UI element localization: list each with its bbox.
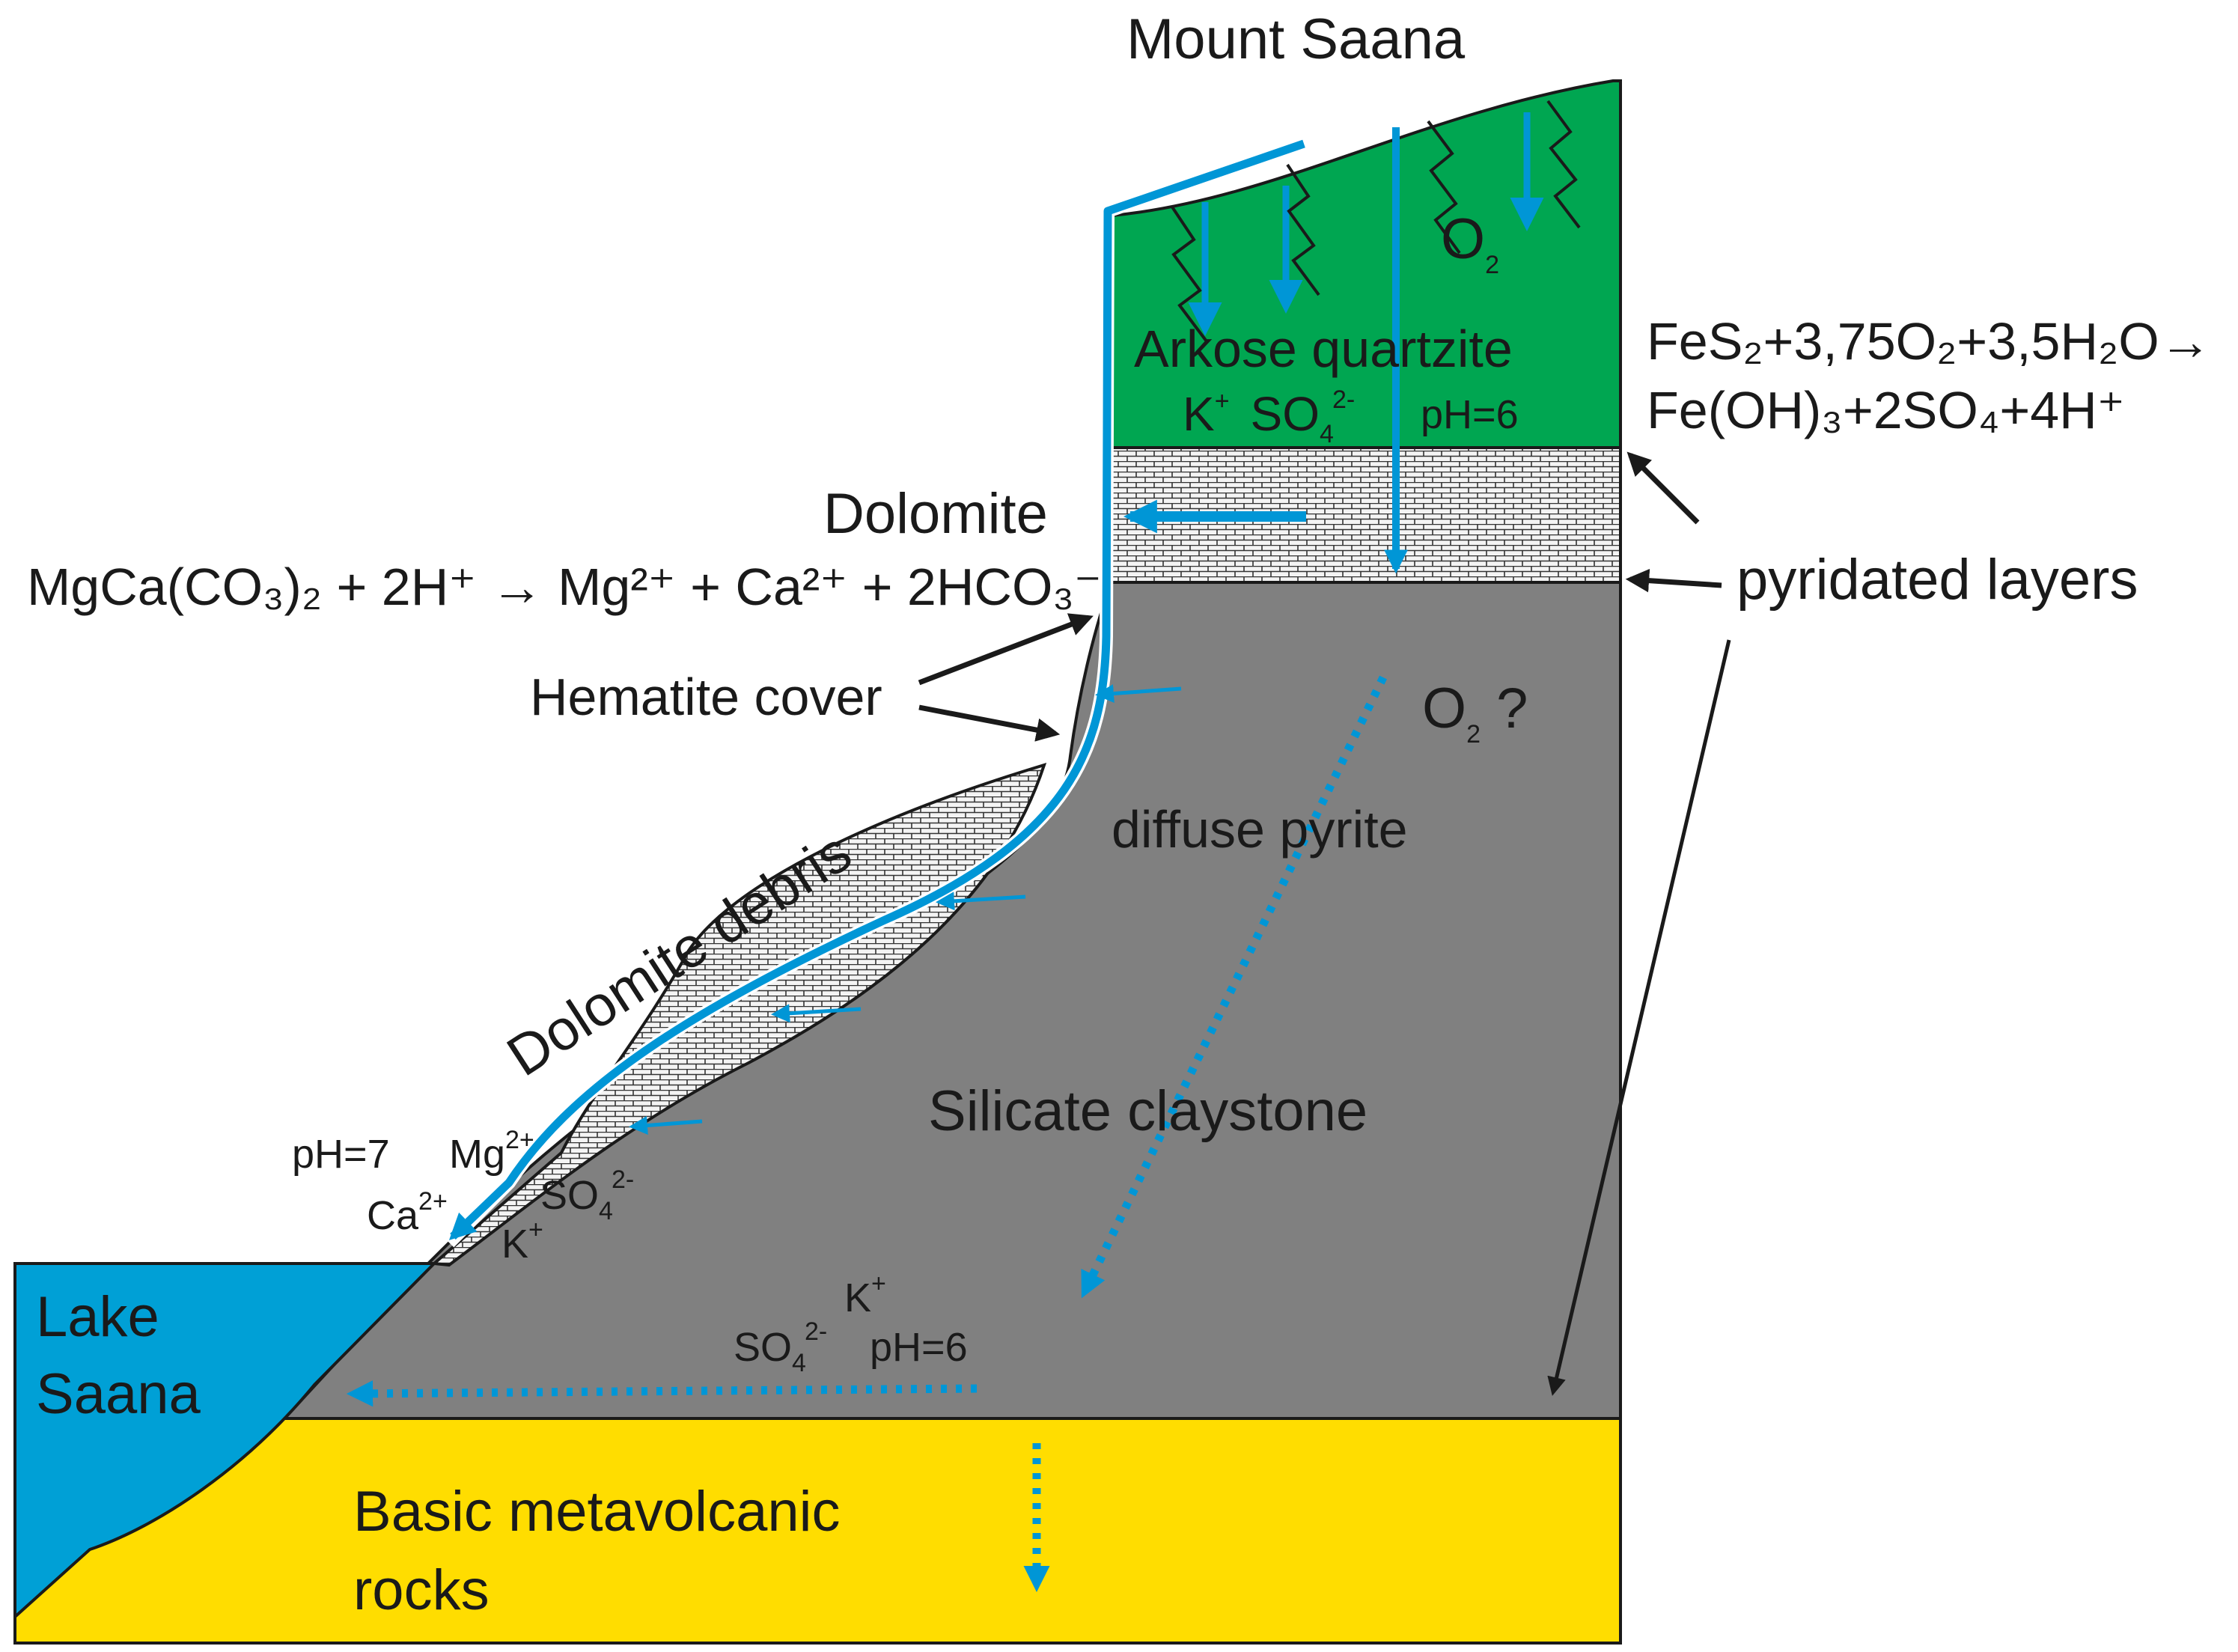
o2-top-label: O2	[1441, 207, 1499, 279]
metavolcanic-label-line1: Basic metavolcanic	[353, 1480, 841, 1543]
lake-label-line1: Lake	[36, 1285, 159, 1349]
arkose-ph-label: pH=6	[1421, 392, 1519, 437]
pyridated-pointer-upper	[1626, 451, 1700, 525]
hematite-cover-label: Hematite cover	[530, 668, 882, 726]
arkose-quartzite-layer	[1110, 79, 1622, 449]
pyridated-layers-label: pyridated layers	[1737, 548, 2138, 612]
pyrite-equation-line1: FeS₂+3,75O₂+3,5H₂O→	[1647, 312, 2212, 371]
diffuse-flow-arrow	[1080, 675, 1387, 1299]
slope-so4-label: SO42-	[540, 1165, 634, 1225]
dolomite-label: Dolomite	[823, 482, 1048, 546]
slope-mg-label: Mg2+	[449, 1126, 534, 1177]
slope-k-label: K+	[501, 1216, 543, 1267]
metavolcanic-label-line2: rocks	[353, 1558, 490, 1622]
hematite-pointer-upper	[918, 613, 1094, 686]
diffuse-pyrite-label: diffuse pyrite	[1112, 800, 1408, 859]
silicate-claystone-label: Silicate claystone	[928, 1079, 1368, 1143]
bottom-k-label: K+	[844, 1270, 886, 1320]
zigzag-1	[1170, 204, 1208, 343]
claystone-layer	[281, 581, 1622, 1420]
dolomite-equation: MgCa(CO₃)₂ + 2H⁺ → Mg²⁺ + Ca²⁺ + 2HCO₃⁻	[27, 558, 1102, 616]
arkose-quartzite-label: Arkose quartzite	[1134, 320, 1513, 378]
hematite-pointer-lower	[918, 704, 1061, 742]
oxidation-zigzags	[1170, 100, 1581, 343]
pyridated-pointer-middle	[1625, 568, 1722, 593]
arkose-ions-label: K+SO42-	[1183, 385, 1355, 448]
pyridated-pointer-lower	[1547, 639, 1731, 1396]
pyrite-equation-line2: Fe(OH)₃+2SO₄+4H⁺	[1647, 381, 2125, 439]
lake-label-line2: Saana	[36, 1362, 201, 1426]
dolomite-debris-layer	[430, 762, 1047, 1267]
bottom-ph-label: pH=6	[870, 1325, 968, 1370]
zigzag-3	[1427, 120, 1461, 254]
seepage-arrow-1	[1095, 684, 1182, 704]
slope-ca-label: Ca2+	[367, 1187, 448, 1238]
bottom-so4-label: SO42-	[734, 1317, 827, 1377]
seepage-arrow-4	[629, 1116, 703, 1135]
seepage-arrow-3	[771, 1004, 862, 1023]
zigzag-4	[1546, 100, 1581, 229]
seepage-arrow-2	[936, 891, 1026, 911]
o2-mid-label: O2 ?	[1422, 677, 1528, 749]
zigzag-2	[1286, 163, 1320, 296]
slope-ph-label: pH=7	[292, 1132, 390, 1177]
mount-saana-label: Mount Saana	[1126, 7, 1466, 71]
lake-saana-water	[13, 1262, 438, 1621]
surface-runoff-flow	[448, 139, 1305, 1240]
